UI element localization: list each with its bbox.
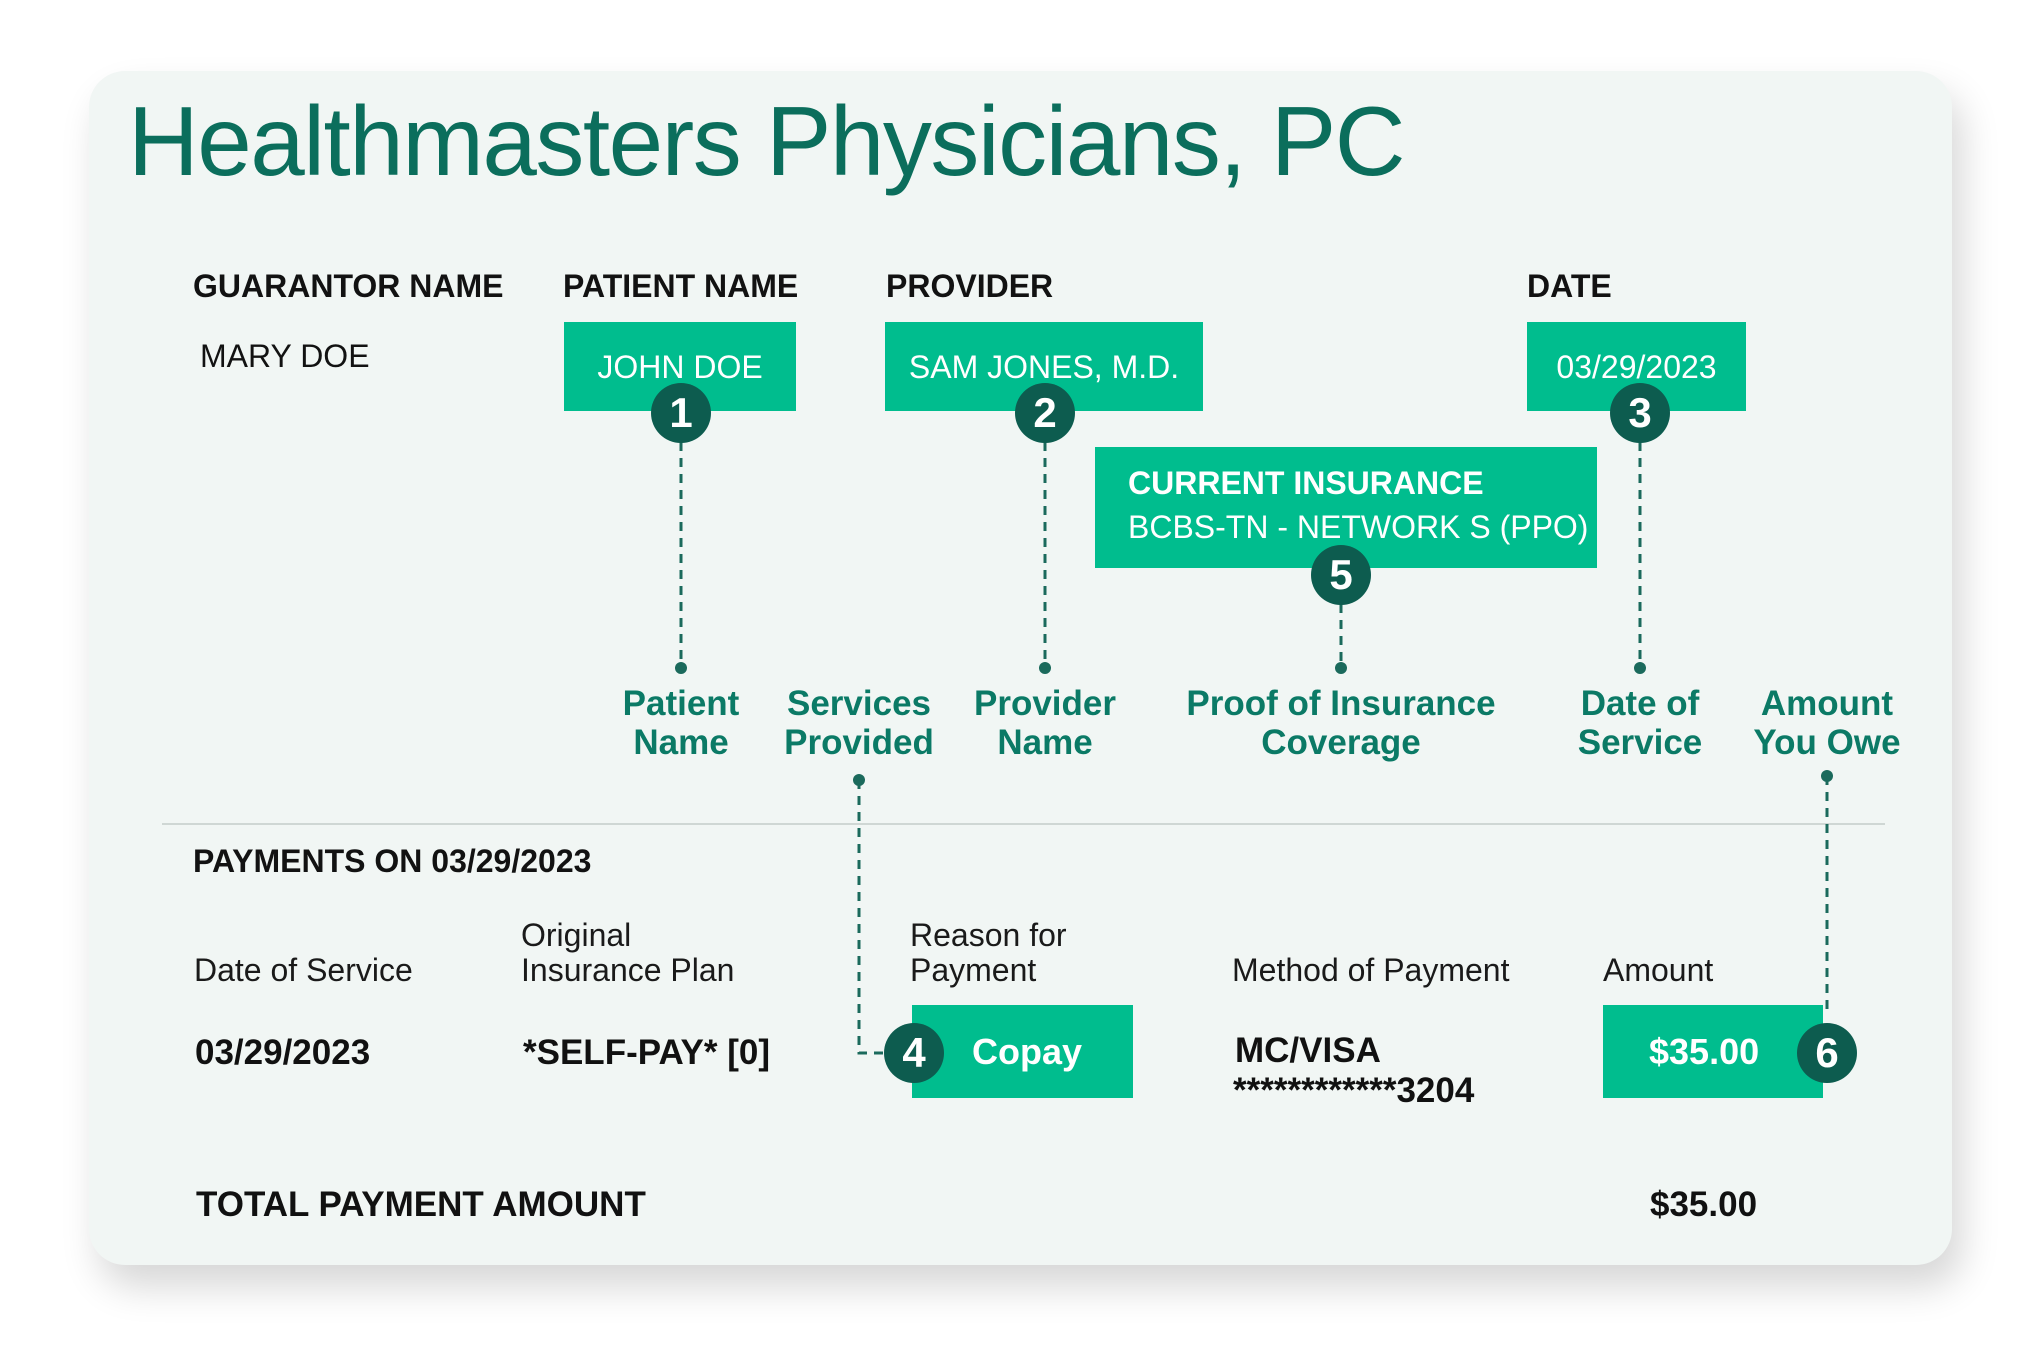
patient-name-value: JOHN DOE bbox=[597, 348, 763, 385]
connector-dot-amount bbox=[1821, 770, 1833, 782]
callout-proof-of-insurance: Proof of Insurance Coverage bbox=[1186, 684, 1496, 762]
provider-value: SAM JONES, M.D. bbox=[908, 348, 1180, 385]
total-payment-value: $35.00 bbox=[1650, 1185, 1758, 1224]
page-title: Healthmasters Physicians, PC bbox=[128, 86, 1406, 196]
row-method-line2: ************3204 bbox=[1233, 1071, 1475, 1110]
badge-6: 6 bbox=[1797, 1023, 1857, 1083]
badge-2: 2 bbox=[1015, 383, 1075, 443]
callout-amount-you-owe: Amount You Owe bbox=[1753, 684, 1901, 762]
badge-3: 3 bbox=[1610, 383, 1670, 443]
date-label: DATE bbox=[1527, 268, 1612, 304]
callout-date-of-service: Date of Service bbox=[1577, 684, 1703, 762]
row-original-insurance-plan: *SELF-PAY* [0] bbox=[523, 1033, 770, 1072]
row-amount: $35.00 bbox=[1649, 1030, 1760, 1072]
column-amount: Amount bbox=[1603, 952, 1714, 988]
badge-4: 4 bbox=[884, 1023, 944, 1083]
connector-dot-provider bbox=[1039, 662, 1051, 674]
row-reason: Copay bbox=[972, 1030, 1083, 1072]
section-divider bbox=[162, 823, 1885, 825]
callout-services-provided: Services Provided bbox=[784, 684, 934, 762]
callout-provider-name: Provider Name bbox=[974, 684, 1116, 762]
connector-dot-patient bbox=[675, 662, 687, 674]
row-date-of-service: 03/29/2023 bbox=[195, 1033, 371, 1072]
date-value: 03/29/2023 bbox=[1556, 348, 1717, 385]
column-method-of-payment: Method of Payment bbox=[1232, 952, 1510, 988]
total-payment-label: TOTAL PAYMENT AMOUNT bbox=[196, 1185, 646, 1224]
reason-box: Copay bbox=[912, 1005, 1133, 1098]
column-original-insurance-plan: Original Insurance Plan bbox=[521, 917, 735, 989]
payments-heading: PAYMENTS ON 03/29/2023 bbox=[193, 843, 592, 879]
guarantor-name-label: GUARANTOR NAME bbox=[193, 268, 504, 304]
patient-name-label: PATIENT NAME bbox=[563, 268, 799, 304]
connector-dot-insurance bbox=[1335, 662, 1347, 674]
amount-box: $35.00 bbox=[1603, 1005, 1823, 1098]
row-method-line1: MC/VISA bbox=[1235, 1031, 1381, 1070]
provider-label: PROVIDER bbox=[886, 268, 1054, 304]
current-insurance-value: BCBS-TN - NETWORK S (PPO) bbox=[1128, 509, 1589, 545]
column-date-of-service: Date of Service bbox=[194, 952, 413, 988]
connector-services bbox=[857, 780, 893, 1055]
current-insurance-label: CURRENT INSURANCE bbox=[1128, 465, 1484, 501]
connector-dot-date bbox=[1634, 662, 1646, 674]
badge-1: 1 bbox=[651, 383, 711, 443]
callout-patient-name: Patient Name bbox=[622, 684, 740, 762]
guarantor-name-value: MARY DOE bbox=[200, 338, 370, 374]
badge-5: 5 bbox=[1311, 545, 1371, 605]
connector-dot-services bbox=[853, 774, 865, 786]
column-reason-for-payment: Reason for Payment bbox=[910, 917, 1067, 989]
